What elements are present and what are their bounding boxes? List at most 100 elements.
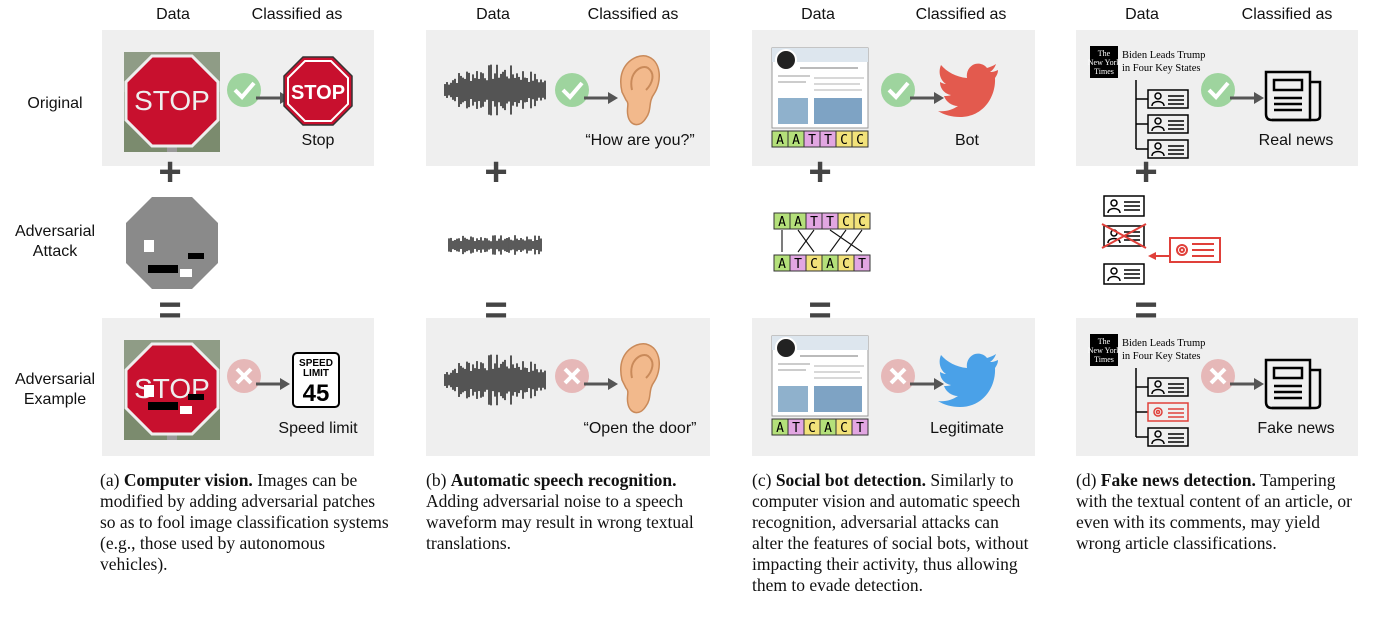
dna-base-letter: C	[842, 257, 850, 272]
dna-base-letter: C	[858, 215, 866, 230]
svg-text:Times: Times	[1094, 355, 1114, 364]
check-arrow-icon	[227, 73, 290, 107]
row-label-original: Original	[27, 95, 83, 112]
svg-text:Times: Times	[1094, 67, 1114, 76]
dna-base-cell	[853, 212, 871, 230]
caption-computer-vision: (a) Computer vision. Images can be modif…	[100, 470, 389, 574]
label-open-the-door: “Open the door”	[583, 420, 697, 437]
news-article-tree: The New York Times Biden Leads Trump in …	[1088, 46, 1205, 159]
header-classified-as: Classified as	[587, 6, 679, 23]
caption-speech-recognition: (b) Automatic speech recognition. Adding…	[426, 470, 694, 553]
plus-symbol: +	[808, 150, 832, 194]
equals-symbol: =	[484, 288, 508, 332]
newspaper-icon	[1264, 358, 1322, 410]
stop-sign-icon: STOP	[283, 56, 353, 126]
dna-base-letter: T	[810, 215, 818, 230]
svg-text:45: 45	[303, 380, 330, 407]
dna-base-letter: C	[840, 133, 848, 148]
svg-text:LIMIT: LIMIT	[303, 368, 329, 379]
label-fake-news: Fake news	[1257, 420, 1335, 437]
equals-symbol: =	[808, 288, 832, 332]
dna-base-letter: A	[778, 215, 786, 230]
svg-text:STOP: STOP	[134, 85, 210, 116]
label-stop: Stop	[301, 132, 335, 149]
cross-arrow-icon	[555, 359, 618, 393]
svg-text:New York: New York	[1088, 58, 1120, 67]
label-real-news: Real news	[1258, 132, 1334, 149]
header-data: Data	[476, 6, 510, 23]
svg-text:Biden Leads Trump: Biden Leads Trump	[1122, 338, 1205, 349]
label-bot: Bot	[954, 132, 979, 149]
ear-icon	[620, 343, 660, 414]
dna-base-letter: A	[826, 257, 834, 272]
dna-base-letter: T	[808, 133, 816, 148]
speed-limit-sign-icon: SPEED LIMIT 45	[292, 352, 340, 408]
dna-base-letter: C	[840, 421, 848, 436]
newspaper-icon	[1264, 70, 1322, 122]
adversarial-noise-waveform	[448, 235, 542, 255]
header-data: Data	[1125, 6, 1159, 23]
dna-base-letter: C	[808, 421, 816, 436]
plus-symbol: +	[484, 150, 508, 194]
cross-arrow-icon	[227, 359, 290, 393]
cross-arrow-icon	[1201, 359, 1264, 393]
check-arrow-icon	[881, 73, 944, 107]
dna-base-cell	[851, 418, 869, 436]
twitter-profile-screenshot	[771, 335, 869, 417]
legitimate-bird-icon	[938, 353, 998, 407]
label-speed-limit: Speed limit	[278, 420, 358, 437]
dna-base-letter: T	[856, 421, 864, 436]
cross-arrow-icon	[881, 359, 944, 393]
dna-base-cell	[851, 130, 869, 148]
adversarial-stop-sign-photo: STOP	[124, 340, 220, 440]
adversarial-speech-waveform	[444, 354, 546, 406]
svg-text:The: The	[1098, 49, 1111, 58]
header-classified-as: Classified as	[1241, 6, 1333, 23]
header-classified-as: Classified as	[251, 6, 343, 23]
dna-base-letter: T	[824, 133, 832, 148]
svg-text:The: The	[1098, 337, 1111, 346]
caption-social-bot-detection: (c) Social bot detection. Similarly to c…	[752, 470, 1029, 595]
label-legitimate: Legitimate	[930, 420, 1004, 437]
header-data: Data	[156, 6, 190, 23]
dna-base-cell	[853, 254, 871, 272]
dna-base-letter: T	[858, 257, 866, 272]
dna-base-letter: A	[824, 421, 832, 436]
svg-text:SPEED: SPEED	[299, 358, 333, 369]
dna-base-letter: C	[856, 133, 864, 148]
equals-symbol: =	[158, 288, 182, 332]
svg-text:in Four Key States: in Four Key States	[1122, 63, 1200, 74]
check-arrow-icon	[1201, 73, 1264, 107]
adversarial-patch	[126, 197, 218, 289]
dna-base-letter: T	[794, 257, 802, 272]
header-data: Data	[801, 6, 835, 23]
dna-base-letter: A	[778, 257, 786, 272]
dna-base-letter: A	[776, 133, 784, 148]
equals-symbol: =	[1134, 288, 1158, 332]
header-classified-as: Classified as	[915, 6, 1007, 23]
dna-base-letter: C	[810, 257, 818, 272]
svg-text:New York: New York	[1088, 346, 1120, 355]
svg-text:in Four Key States: in Four Key States	[1122, 351, 1200, 362]
dna-base-letter: A	[794, 215, 802, 230]
svg-text:STOP: STOP	[291, 82, 345, 104]
dna-base-letter: A	[776, 421, 784, 436]
dna-base-letter: T	[826, 215, 834, 230]
check-arrow-icon	[555, 73, 618, 107]
speech-waveform	[444, 64, 546, 116]
dna-base-letter: C	[842, 215, 850, 230]
stop-sign-photo: STOP	[124, 52, 220, 152]
comment-tampering-diagram	[1101, 195, 1221, 285]
bot-bird-icon	[938, 63, 998, 117]
plus-symbol: +	[1134, 150, 1158, 194]
ear-icon	[620, 55, 660, 126]
caption-fake-news-detection: (d) Fake news detection. Tampering with …	[1076, 470, 1353, 553]
svg-text:Biden Leads Trump: Biden Leads Trump	[1122, 50, 1205, 61]
label-how-are-you: “How are you?”	[585, 132, 695, 149]
tampered-news-article-tree: The New York Times Biden Leads Trump in …	[1088, 334, 1205, 447]
